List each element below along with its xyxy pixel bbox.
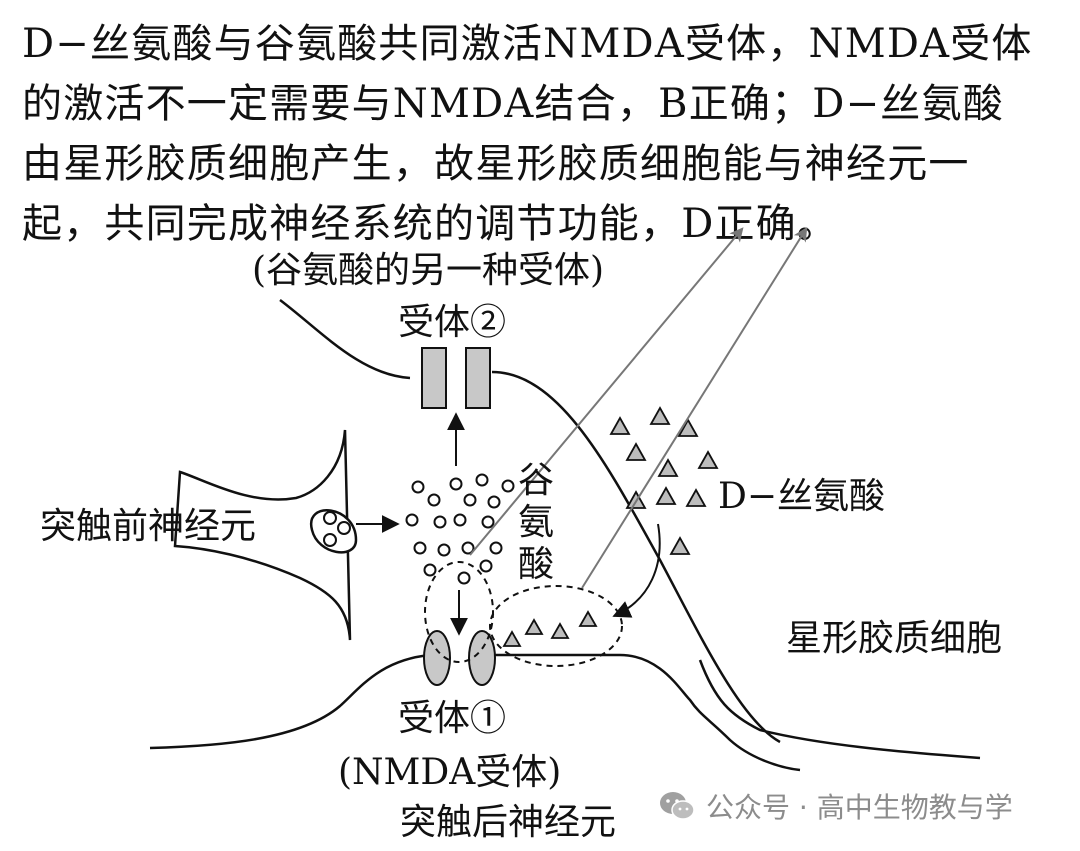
paragraph-line-1: D−丝氨酸与谷氨酸共同激活NMDA受体，NMDA受体 xyxy=(22,21,1033,67)
receptor-2-right-subunit xyxy=(465,347,491,409)
d-serine-label: D−丝氨酸 xyxy=(718,476,885,517)
d-serine-binding-highlight xyxy=(489,585,623,667)
glutamate-label-char-3: 酸 xyxy=(518,544,554,585)
postsynaptic-label: 突触后神经元 xyxy=(400,802,616,843)
d-serine-at-receptor xyxy=(502,610,598,647)
presynaptic-vesicle-bulge xyxy=(309,509,358,554)
vesicle xyxy=(323,511,337,525)
astrocyte-label: 星形胶质细胞 xyxy=(786,618,1002,659)
paragraph-line-2: 的激活不一定需要与NMDA结合，B正确；D−丝氨酸 xyxy=(22,81,1004,127)
watermark: 公众号 · 高中生物教与学 xyxy=(658,786,1013,826)
glutamate-label-char-1: 谷 xyxy=(518,460,554,501)
pointer-arrow-glutamate xyxy=(469,227,744,556)
postsynaptic-neuron-outline xyxy=(149,653,431,750)
receptor-2-left-subunit xyxy=(421,347,447,409)
paragraph-line-4: 起，共同完成神经系统的调节功能，D正确。 xyxy=(22,201,839,247)
d-serine-to-receptor-arrow xyxy=(612,523,661,618)
glutamate-molecules xyxy=(405,473,515,585)
astrocyte-outline-right xyxy=(491,370,781,744)
glutamate-binding-highlight xyxy=(424,561,494,663)
astrocyte-inner-edge xyxy=(698,659,981,760)
receptor-1-right-subunit xyxy=(468,630,496,686)
presynaptic-neuron-outline xyxy=(173,429,352,641)
explanation-paragraph: D−丝氨酸与谷氨酸共同激活NMDA受体，NMDA受体 的激活不一定需要与NMDA… xyxy=(22,14,1062,254)
watermark-text: 公众号 · 高中生物教与学 xyxy=(706,791,1013,824)
presynaptic-label: 突触前神经元 xyxy=(40,506,256,547)
vesicle xyxy=(337,521,351,535)
receptor-2-note: (谷氨酸的另一种受体) xyxy=(252,250,604,291)
vesicle xyxy=(323,533,337,547)
postsynaptic-neuron-outline-right xyxy=(490,653,801,772)
wechat-icon xyxy=(660,792,695,820)
receptor-1-left-subunit xyxy=(423,630,451,686)
paragraph-line-3: 由星形胶质细胞产生，故星形胶质细胞能与神经元一 xyxy=(22,141,970,187)
pointer-arrow-d-serine xyxy=(581,227,808,589)
receptor-2-label: 受体② xyxy=(398,302,506,343)
astrocyte-outline xyxy=(279,299,411,380)
d-serine-molecules xyxy=(609,406,719,555)
glutamate-label-char-2: 氨 xyxy=(518,502,554,543)
receptor-1-label: 受体① xyxy=(398,698,506,739)
receptor-1-note: (NMDA受体) xyxy=(338,752,561,793)
